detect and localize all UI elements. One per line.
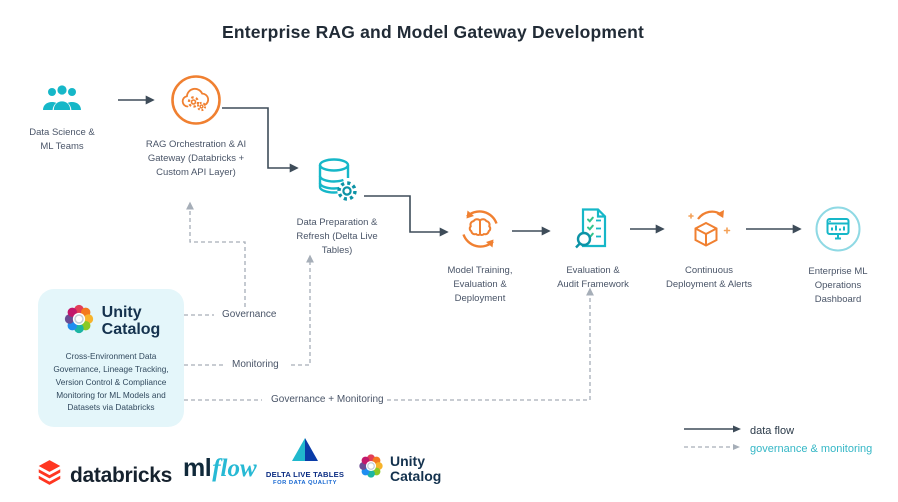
node-model-training: Model Training, Evaluation & Deployment [427, 206, 533, 305]
solid-arrow-icon [684, 424, 742, 437]
node-rag-gateway: RAG Orchestration & AI Gateway (Databric… [134, 74, 258, 179]
node-data-preparation: Data Preparation & Refresh (Delta Live T… [277, 156, 397, 257]
databricks-wordmark: databricks [70, 463, 173, 487]
team-icon [41, 84, 83, 119]
node-label: Evaluation & Audit Framework [557, 265, 629, 290]
mlflow-wordmark-flow: flow [212, 455, 257, 482]
unity-small-line2: Catalog [390, 467, 442, 484]
legend-governance-monitoring: governance & monitoring [684, 442, 872, 455]
databricks-logo-icon [36, 459, 63, 492]
node-label: Data Science & ML Teams [29, 127, 95, 152]
node-continuous-deployment: Continuous Deployment & Alerts [651, 206, 767, 292]
unity-brand-line2: Catalog [101, 320, 161, 338]
dashboard-icon [814, 205, 862, 258]
unity-catalog-panel: Unity Catalog Cross-Environment Data Gov… [38, 289, 184, 427]
unity-small-line1: Unity [390, 452, 425, 469]
legend-data-flow-label: data flow [750, 424, 795, 437]
node-label: Data Preparation & Refresh (Delta Live T… [296, 217, 378, 256]
unity-brand-line1: Unity [101, 303, 142, 321]
legend-governance-monitoring-label: governance & monitoring [750, 442, 873, 455]
unity-catalog-flower-icon [357, 452, 385, 485]
node-ml-ops-dashboard: Enterprise ML Operations Dashboard [785, 205, 891, 306]
mlflow-logo: ml flow [183, 454, 257, 483]
legend-data-flow: data flow [684, 424, 794, 437]
mlflow-wordmark-ml: ml [183, 454, 212, 482]
node-label: RAG Orchestration & AI Gateway (Databric… [145, 139, 247, 178]
database-gear-icon [314, 156, 360, 209]
governance-label: Governance [219, 309, 280, 320]
deployment-cube-icon [685, 206, 733, 257]
delta-wordmark-line2: FOR DATA QUALITY [273, 480, 337, 486]
dashed-arrow-icon [684, 442, 742, 455]
node-label: Continuous Deployment & Alerts [665, 265, 753, 290]
unity-catalog-logo: Unity Catalog [62, 302, 161, 341]
databricks-logo: databricks [36, 459, 172, 492]
node-label: Enterprise ML Operations Dashboard [808, 266, 868, 305]
delta-live-tables-logo: DELTA LIVE TABLES FOR DATA QUALITY [261, 437, 349, 486]
delta-wordmark-line1: DELTA LIVE TABLES [265, 470, 345, 479]
ai-brain-cycle-icon [456, 206, 504, 257]
node-data-science-teams: Data Science & ML Teams [14, 84, 110, 154]
node-label: Model Training, Evaluation & Deployment [447, 265, 513, 304]
unity-description: Cross-Environment Data Governance, Linea… [53, 351, 169, 413]
unity-catalog-logo-small: Unity Catalog [357, 452, 441, 485]
monitoring-label: Monitoring [229, 359, 282, 370]
diagram-title: Enterprise RAG and Model Gateway Develop… [221, 22, 645, 42]
rag-gateway-icon [170, 74, 222, 131]
unity-catalog-flower-icon [62, 302, 96, 341]
audit-checklist-icon [572, 206, 614, 257]
governance-monitoring-label: Governance + Monitoring [268, 394, 387, 405]
delta-triangle-icon [290, 437, 320, 468]
node-evaluation-audit: Evaluation & Audit Framework [540, 206, 646, 292]
